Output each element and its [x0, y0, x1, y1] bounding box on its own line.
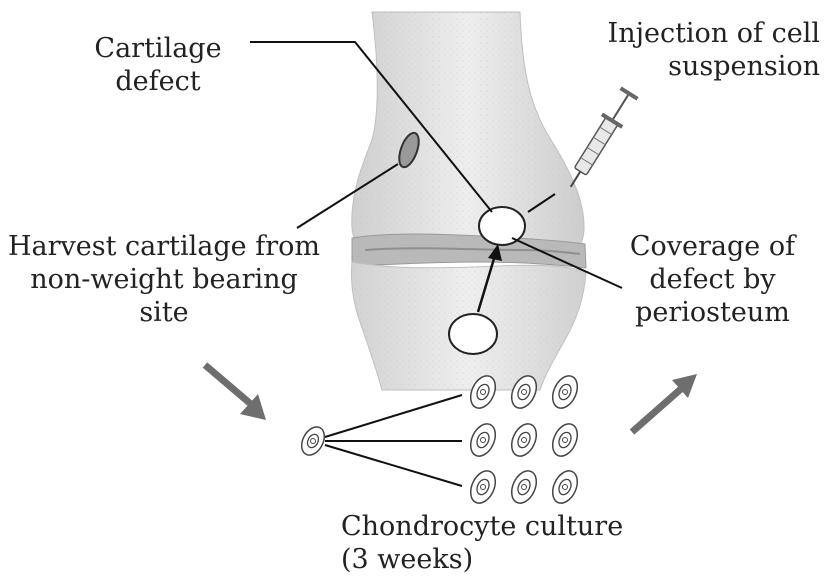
- harvest-label-line-1: Harvest cartilage from: [4, 230, 324, 263]
- chondrocyte-cell: [548, 420, 582, 460]
- source-chondrocyte: [297, 423, 329, 459]
- chondrocyte-cell: [548, 467, 582, 507]
- chondrocyte-cell: [466, 467, 500, 507]
- periosteum-patch: [479, 207, 525, 245]
- cultured-chondrocytes: [466, 372, 582, 507]
- cartilage-defect-label: Cartilage defect: [78, 32, 238, 98]
- chondrocyte-cell: [507, 467, 541, 507]
- harvest-label: Harvest cartilage from non-weight bearin…: [4, 230, 324, 329]
- culture-to-implant-arrow: [632, 374, 697, 432]
- culture-label-line-2: (3 weeks): [341, 543, 671, 576]
- chondrocyte-cell: [466, 420, 500, 460]
- knee-joint-illustration: [351, 12, 586, 390]
- chondrocyte-culture-illustration: [297, 372, 582, 507]
- harvest-label-line-2: non-weight bearing: [4, 263, 324, 296]
- culture-label: Chondrocyte culture (3 weeks): [341, 510, 671, 576]
- coverage-label-line-1: Coverage of: [605, 230, 820, 263]
- injection-label: Injection of cell suspension: [585, 17, 820, 83]
- syringe-icon: [561, 85, 641, 193]
- chondrocyte-cell: [548, 372, 582, 412]
- coverage-label-line-3: periosteum: [605, 296, 820, 329]
- cartilage-defect-label-line-2: defect: [78, 65, 238, 98]
- cartilage-defect-label-line-1: Cartilage: [78, 32, 238, 65]
- coverage-label-line-2: defect by: [605, 263, 820, 296]
- chondrocyte-cell: [507, 420, 541, 460]
- injection-label-line-2: suspension: [585, 50, 820, 83]
- culture-label-line-1: Chondrocyte culture: [341, 510, 671, 543]
- coverage-label: Coverage of defect by periosteum: [605, 230, 820, 329]
- injection-label-line-1: Injection of cell: [585, 17, 820, 50]
- harvest-site: [449, 314, 497, 354]
- harvest-to-culture-arrow: [205, 365, 266, 420]
- harvest-label-line-3: site: [4, 296, 324, 329]
